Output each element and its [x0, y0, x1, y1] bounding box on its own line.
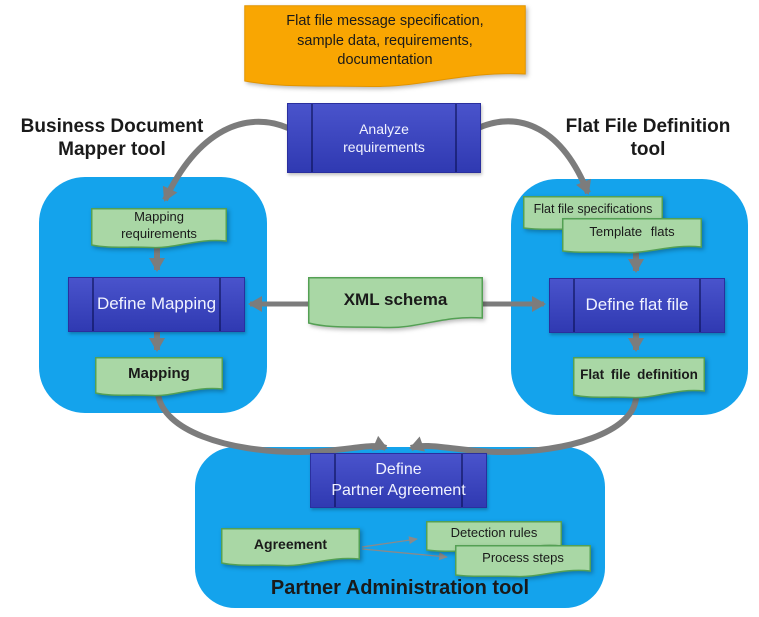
- arrow-mapping-to-partner-agreement: [155, 393, 388, 456]
- define-partner-agreement-label: Define Partner Agreement: [331, 460, 466, 499]
- process-steps-document: Process steps: [455, 545, 591, 579]
- flat-file-tool-heading: Flat File Definition tool: [565, 116, 731, 160]
- arrow-agreement-to-detection-rules: [361, 536, 418, 548]
- flat-file-specifications-label: Flat file specifications: [533, 202, 653, 217]
- define-mapping-box: Define Mapping: [68, 277, 245, 332]
- process-bar: [461, 454, 463, 507]
- arrow-agreement-to-process-steps: [361, 548, 448, 561]
- define-mapping-label: Define Mapping: [96, 294, 217, 314]
- arrow-definition-to-partner-agreement: [409, 397, 639, 456]
- template-flats-label: Template flats: [589, 224, 675, 240]
- input-specification-label: Flat file message specification, sample …: [286, 13, 484, 69]
- analyze-requirements-label: Analyze requirements: [343, 120, 425, 155]
- process-bar: [92, 278, 94, 331]
- mapping-requirements-label: Mapping requirements: [121, 209, 197, 241]
- mapper-tool-heading: Business Document Mapper tool: [20, 116, 204, 160]
- analyze-requirements-box: Analyze requirements: [287, 103, 481, 173]
- flat-file-definition-label: Flat file definition: [580, 366, 698, 382]
- xml-schema-label: XML schema: [343, 290, 448, 310]
- detection-rules-document: Detection rules: [426, 521, 562, 554]
- mapping-requirements-document: Mapping requirements: [91, 208, 227, 250]
- detection-rules-label: Detection rules: [450, 525, 538, 541]
- partner-tool-heading: Partner Administration tool: [270, 577, 530, 599]
- agreement-label: Agreement: [253, 535, 328, 552]
- mapping-document: Mapping: [95, 357, 223, 398]
- xml-schema-document: XML schema: [308, 277, 483, 330]
- agreement-document: Agreement: [221, 528, 360, 568]
- define-partner-agreement-box: Define Partner Agreement: [310, 453, 487, 508]
- process-bar: [219, 278, 221, 331]
- arrow-analyze-to-mapper: [162, 118, 290, 202]
- template-flats-document: Template flats: [562, 218, 702, 255]
- input-specification-document: Flat file message specification, sample …: [244, 5, 526, 89]
- process-bar: [334, 454, 336, 507]
- mapping-label: Mapping: [128, 364, 190, 382]
- arrow-analyze-to-flat-file: [476, 118, 591, 195]
- process-bar: [573, 279, 575, 332]
- process-bar: [455, 104, 457, 172]
- process-bar: [311, 104, 313, 172]
- flat-file-definition-document: Flat file definition: [573, 357, 705, 400]
- define-flat-file-box: Define flat file: [549, 278, 725, 333]
- define-flat-file-label: Define flat file: [585, 295, 689, 315]
- process-bar: [699, 279, 701, 332]
- process-steps-label: Process steps: [482, 549, 564, 565]
